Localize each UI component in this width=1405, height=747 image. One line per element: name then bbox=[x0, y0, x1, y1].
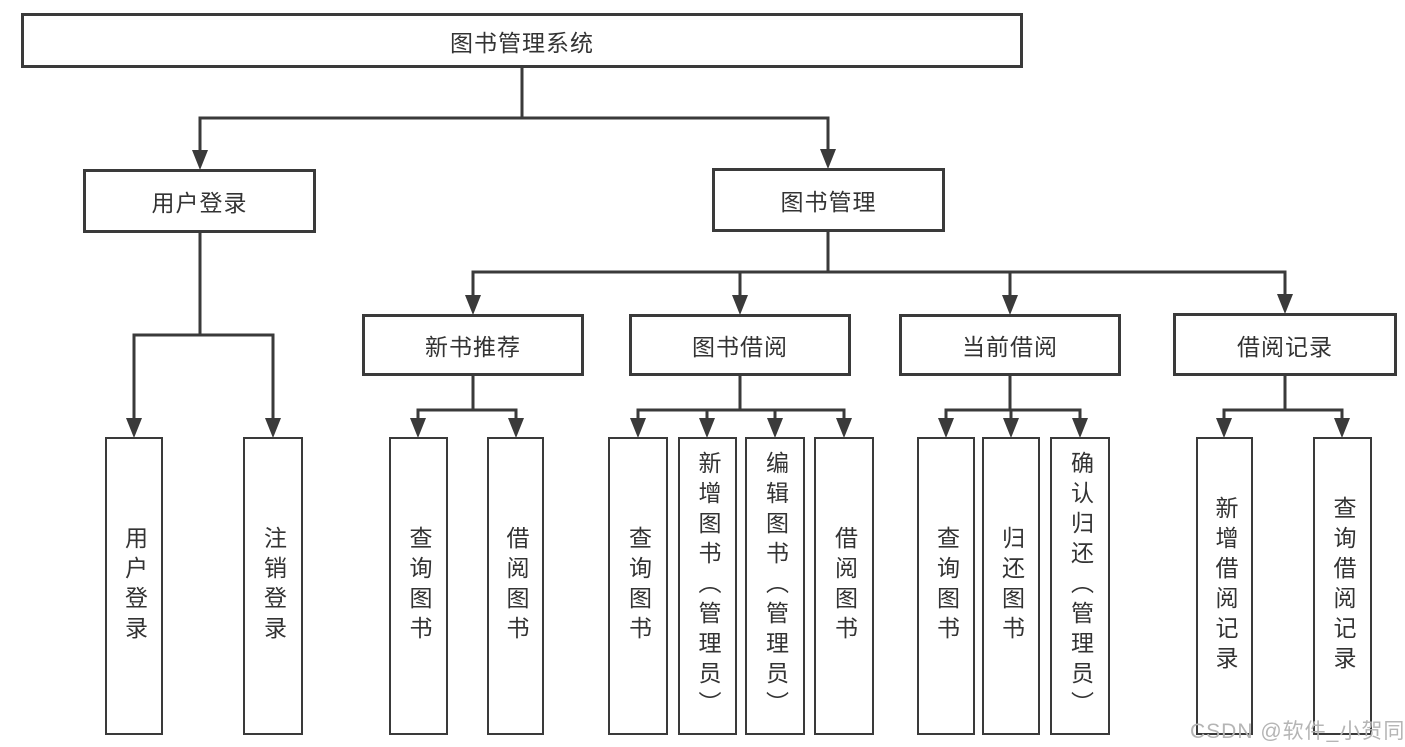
csdn-watermark: CSDN @软件_小贺同学 bbox=[1190, 720, 1405, 743]
node-label: 用户登录 bbox=[151, 190, 248, 216]
node-label: 新增图书（管理员） bbox=[695, 451, 721, 721]
node-current-borrow: 当前借阅 bbox=[899, 314, 1121, 376]
node-label: 确认归还（管理员） bbox=[1067, 451, 1094, 721]
node-label: 查询借阅记录 bbox=[1330, 496, 1356, 676]
node-label: 新书推荐 bbox=[425, 334, 521, 360]
node-label: 借阅图书 bbox=[503, 526, 529, 646]
leaf-add-books-admin: 新增图书（管理员） bbox=[678, 437, 737, 735]
node-label: 注销登录 bbox=[260, 526, 287, 646]
node-label: 图书管理 bbox=[780, 189, 877, 215]
node-label: 新增借阅记录 bbox=[1212, 496, 1238, 676]
node-label: 查询图书 bbox=[625, 526, 652, 646]
node-label: 归还图书 bbox=[998, 526, 1025, 646]
leaf-return-books: 归还图书 bbox=[982, 437, 1040, 735]
leaf-user-login: 用户登录 bbox=[105, 437, 163, 735]
node-borrow-records: 借阅记录 bbox=[1173, 313, 1397, 376]
leaf-confirm-return-admin: 确认归还（管理员） bbox=[1050, 437, 1110, 735]
node-book-borrow: 图书借阅 bbox=[629, 314, 851, 376]
leaf-edit-books-admin: 编辑图书（管理员） bbox=[745, 437, 805, 735]
node-user-login: 用户登录 bbox=[83, 169, 316, 233]
node-label: 用户登录 bbox=[121, 526, 148, 646]
node-label: 图书管理系统 bbox=[450, 29, 594, 56]
leaf-query-borrow-record: 查询借阅记录 bbox=[1313, 437, 1372, 735]
node-label: 图书借阅 bbox=[692, 334, 788, 360]
node-book-management: 图书管理 bbox=[712, 168, 945, 232]
leaf-logout: 注销登录 bbox=[243, 437, 303, 735]
leaf-recommend-query-books: 查询图书 bbox=[389, 437, 448, 735]
leaf-add-borrow-record: 新增借阅记录 bbox=[1196, 437, 1253, 735]
node-label: 借阅图书 bbox=[831, 526, 858, 646]
leaf-recommend-borrow-books: 借阅图书 bbox=[487, 437, 544, 735]
arrowhead-group bbox=[126, 149, 1350, 438]
node-label: 编辑图书（管理员） bbox=[762, 451, 789, 721]
leaf-current-query-books: 查询图书 bbox=[917, 437, 975, 735]
node-root-library-management-system: 图书管理系统 bbox=[21, 13, 1023, 68]
node-label: 查询图书 bbox=[406, 526, 432, 646]
node-label: 查询图书 bbox=[933, 526, 960, 646]
node-new-book-recommend: 新书推荐 bbox=[362, 314, 584, 376]
node-label: 借阅记录 bbox=[1237, 333, 1333, 360]
leaf-borrow-borrow-books: 借阅图书 bbox=[814, 437, 874, 735]
node-label: 当前借阅 bbox=[962, 334, 1058, 360]
leaf-borrow-query-books: 查询图书 bbox=[608, 437, 668, 735]
